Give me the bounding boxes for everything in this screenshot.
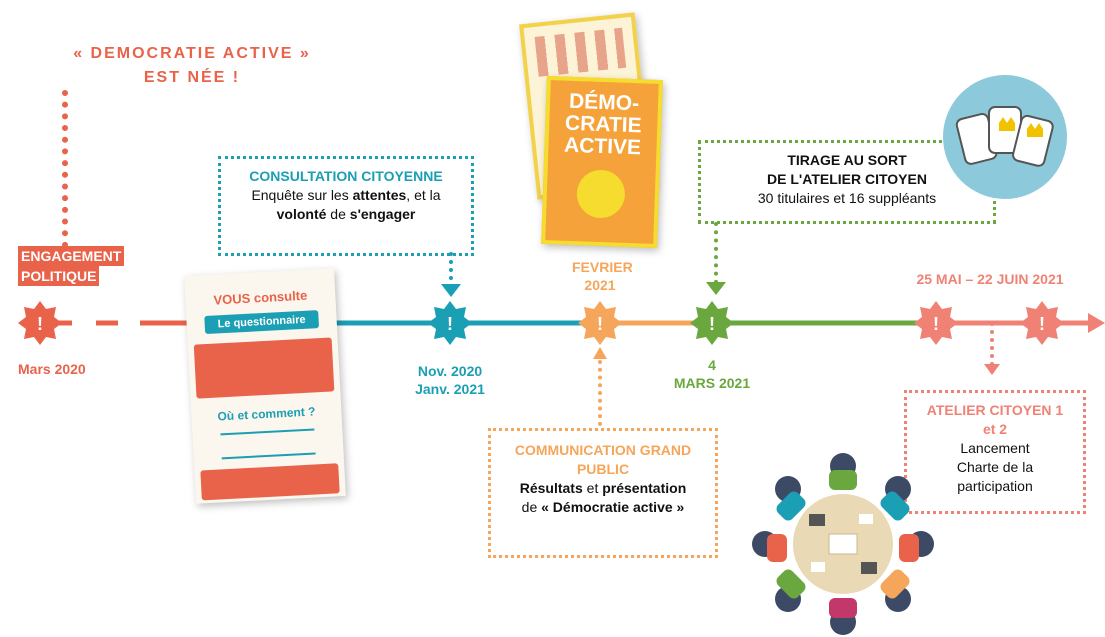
democratie-poster-image: DÉMO-CRATIE ACTIVE (541, 76, 663, 248)
svg-text:!: ! (1039, 314, 1045, 334)
tirage-arrow-icon (706, 282, 726, 295)
svg-text:!: ! (37, 314, 43, 334)
communication-title-2: PUBLIC (576, 461, 630, 477)
svg-text:!: ! (933, 314, 939, 334)
marker-fevrier: ! (578, 301, 622, 345)
consultation-t2: , et la (406, 187, 441, 203)
consultation-text-1: Enquête sur les attentes, et la (221, 186, 471, 205)
tirage-title-2: DE L'ATELIER CITOYEN (767, 171, 927, 187)
atelier-title-1: ATELIER CITOYEN 1 (926, 402, 1064, 418)
marker-consultation: ! (428, 301, 472, 345)
tirage-date-line2: MARS 2021 (673, 375, 751, 391)
survey-poster-where: Où et comment ? (217, 404, 316, 424)
communication-b2: présentation (602, 480, 687, 496)
fevrier-date-line1: FEVRIER (572, 259, 633, 275)
atelier-line-1: Lancement (960, 440, 1030, 456)
consultation-date-line1: Nov. 2020 (417, 363, 483, 379)
tirage-date: 4 MARS 2021 (672, 356, 752, 392)
consultation-b2: volonté (276, 206, 327, 222)
survey-poster-subheading: Le questionnaire (204, 310, 320, 335)
tirage-connector (714, 222, 718, 284)
consultation-box: CONSULTATION CITOYENNE Enquête sur les a… (218, 156, 474, 256)
communication-text-1: Résultats et présentation (491, 479, 715, 498)
engagement-tag-line1: ENGAGEMENT (18, 246, 125, 266)
consultation-text-2: volonté de s'engager (221, 205, 471, 224)
meeting-table-illustration (752, 453, 934, 635)
cards-crown-icon (943, 75, 1067, 199)
communication-b1: Résultats (519, 480, 583, 496)
marker-engagement: ! (18, 301, 62, 345)
tirage-text: 30 titulaires et 16 suppléants (757, 190, 937, 206)
tirage-box: TIRAGE AU SORT DE L'ATELIER CITOYEN 30 t… (698, 140, 996, 224)
atelier-title-2: et 2 (982, 421, 1008, 437)
survey-poster-heading: VOUS consulte (213, 287, 308, 308)
atelier-box: ATELIER CITOYEN 1 et 2 Lancement Charte … (904, 390, 1086, 514)
engagement-date: Mars 2020 (18, 361, 86, 377)
main-title: « DEMOCRATIE ACTIVE » EST NÉE ! (18, 42, 366, 90)
consultation-title: CONSULTATION CITOYENNE (249, 168, 443, 184)
survey-poster-icons (220, 428, 316, 460)
marker-atelier-2: ! (1020, 301, 1064, 345)
consultation-date-line2: Janv. 2021 (415, 381, 485, 397)
fevrier-date: FEVRIER 2021 (572, 258, 633, 294)
engagement-tag: ENGAGEMENT POLITIQUE (18, 246, 125, 286)
title-connector (62, 90, 68, 248)
survey-poster-image: VOUS consulte Le questionnaire Où et com… (184, 268, 346, 504)
democratie-poster-title: DÉMO-CRATIE ACTIVE (563, 89, 642, 160)
svg-text:!: ! (709, 314, 715, 334)
title-line2: EST NÉE ! (143, 69, 241, 86)
communication-text-2: de « Démocratie active » (491, 498, 715, 517)
survey-poster-block-2 (200, 463, 340, 501)
consultation-arrow-icon (441, 284, 461, 297)
poster-back-stats (534, 27, 627, 77)
consultation-connector (449, 252, 453, 288)
consultation-t1: Enquête sur les (251, 187, 353, 203)
atelier-line-3: participation (957, 478, 1033, 494)
communication-arrow-icon (593, 347, 607, 359)
communication-title-1: COMMUNICATION GRAND (514, 442, 692, 458)
fevrier-date-line2: 2021 (584, 277, 616, 293)
atelier-connector (990, 322, 994, 366)
survey-poster-block (193, 337, 335, 399)
communication-t2: de (521, 499, 542, 515)
engagement-tag-line2: POLITIQUE (18, 266, 100, 286)
communication-t1: et (582, 480, 603, 496)
atelier-date: 25 MAI – 22 JUIN 2021 (916, 271, 1064, 287)
consultation-b1: attentes (352, 187, 407, 203)
atelier-line-2: Charte de la (956, 459, 1034, 475)
communication-connector (598, 360, 602, 426)
tirage-date-line1: 4 (708, 357, 716, 373)
communication-box: COMMUNICATION GRAND PUBLIC Résultats et … (488, 428, 718, 558)
consultation-t3: de (326, 206, 350, 222)
consultation-b3: s'engager (349, 206, 416, 222)
svg-text:!: ! (447, 314, 453, 334)
svg-text:!: ! (597, 314, 603, 334)
marker-tirage: ! (690, 301, 734, 345)
atelier-arrow-icon (984, 364, 1000, 375)
consultation-date: Nov. 2020 Janv. 2021 (410, 362, 490, 398)
communication-b3: « Démocratie active » (541, 499, 685, 515)
title-line1: « DEMOCRATIE ACTIVE » (73, 45, 311, 62)
marker-atelier-1: ! (914, 301, 958, 345)
tirage-title-1: TIRAGE AU SORT (787, 152, 907, 168)
lightbulb-icon (576, 169, 626, 219)
